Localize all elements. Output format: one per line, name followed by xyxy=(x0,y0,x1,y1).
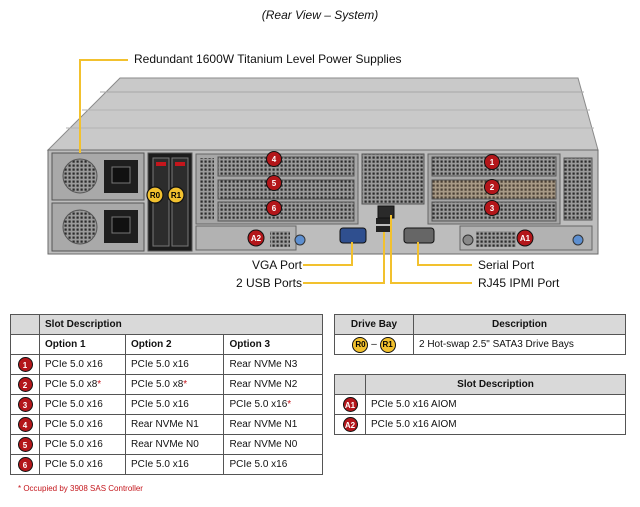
marker-r1: R1 xyxy=(167,186,185,204)
svg-text:R0: R0 xyxy=(150,191,161,200)
psu-callout: Redundant 1600W Titanium Level Power Sup… xyxy=(134,52,402,66)
svg-text:A2: A2 xyxy=(251,234,262,243)
marker-slot-5: 5 xyxy=(266,175,282,191)
aiom-slot-table: Slot Description A1 PCIe 5.0 x16 AIOM A2… xyxy=(334,374,626,435)
serial-callout: Serial Port xyxy=(478,258,535,272)
marker-slot-6: 6 xyxy=(266,200,282,216)
marker-slot-1: 1 xyxy=(484,154,500,170)
slot-3-marker: 3 xyxy=(17,397,33,412)
rj45-callout: RJ45 IPMI Port xyxy=(478,276,560,290)
footnote: * Occupied by 3908 SAS Controller xyxy=(18,484,143,493)
svg-text:2: 2 xyxy=(490,183,495,192)
marker-r0: R0 xyxy=(146,186,164,204)
aiom-table-header: Slot Description xyxy=(365,374,626,395)
server-rear-illustration: R0 R1 4 5 6 1 2 3 A2 A1 xyxy=(46,59,599,284)
svg-text:3: 3 xyxy=(490,204,495,213)
table-row: 1 PCIe 5.0 x16 PCIe 5.0 x16 Rear NVMe N3 xyxy=(10,354,323,375)
table-row: 5 PCIe 5.0 x16 Rear NVMe N0 Rear NVMe N0 xyxy=(10,434,323,455)
slot-1-marker: 1 xyxy=(17,357,33,372)
callout-lines xyxy=(79,59,472,284)
table-row: 2 PCIe 5.0 x8* PCIe 5.0 x8* Rear NVMe N2 xyxy=(10,374,323,395)
svg-text:A1: A1 xyxy=(520,234,531,243)
table-row: A1 PCIe 5.0 x16 AIOM xyxy=(334,394,626,415)
slot-description-table: Slot Description Option 1 Option 2 Optio… xyxy=(10,314,323,475)
table-row: 4 PCIe 5.0 x16 Rear NVMe N1 Rear NVMe N1 xyxy=(10,414,323,435)
drive-bay-table: Drive Bay Description R0 – R1 2 Hot-swap… xyxy=(334,314,626,355)
marker-slot-4: 4 xyxy=(266,151,282,167)
r0-marker: R0 xyxy=(352,336,369,353)
page-title: (Rear View – System) xyxy=(261,8,379,22)
vga-callout: VGA Port xyxy=(251,258,302,272)
vga-port-graphic xyxy=(339,227,367,244)
serial-port-graphic xyxy=(403,227,435,244)
svg-text:1: 1 xyxy=(490,158,495,167)
table-row: 6 PCIe 5.0 x16 PCIe 5.0 x16 PCIe 5.0 x16 xyxy=(10,454,323,475)
slot-6-marker: 6 xyxy=(17,457,33,472)
description-header: Description xyxy=(413,314,626,335)
power-supply-top xyxy=(51,152,145,201)
power-supply-bottom xyxy=(51,202,145,252)
slot-4-marker: 4 xyxy=(17,417,33,432)
slot-table-header: Slot Description xyxy=(39,314,323,335)
svg-text:6: 6 xyxy=(272,204,277,213)
table-row: 3 PCIe 5.0 x16 PCIe 5.0 x16 PCIe 5.0 x16… xyxy=(10,394,323,415)
column-option-2: Option 2 xyxy=(124,334,225,355)
marker-slot-3: 3 xyxy=(484,200,500,216)
marker-a1: A1 xyxy=(516,229,534,247)
column-option-3: Option 3 xyxy=(223,334,323,355)
marker-slot-2: 2 xyxy=(484,179,500,195)
a1-marker: A1 xyxy=(342,397,358,412)
chassis-top-cover xyxy=(46,77,599,151)
r1-marker: R1 xyxy=(379,336,396,353)
marker-a2: A2 xyxy=(247,229,265,247)
usb-callout: 2 USB Ports xyxy=(235,276,302,290)
svg-text:4: 4 xyxy=(272,155,277,164)
table-row: A2 PCIe 5.0 x16 AIOM xyxy=(334,414,626,435)
table-row: R0 – R1 2 Hot-swap 2.5" SATA3 Drive Bays xyxy=(334,334,626,355)
a2-marker: A2 xyxy=(342,417,358,432)
usb-ports-graphic xyxy=(376,218,392,232)
column-option-1: Option 1 xyxy=(39,334,126,355)
svg-text:R1: R1 xyxy=(171,191,182,200)
slot-2-marker: 2 xyxy=(17,377,33,392)
drive-bay-header: Drive Bay xyxy=(334,314,414,335)
slot-5-marker: 5 xyxy=(17,437,33,452)
svg-text:5: 5 xyxy=(272,179,277,188)
